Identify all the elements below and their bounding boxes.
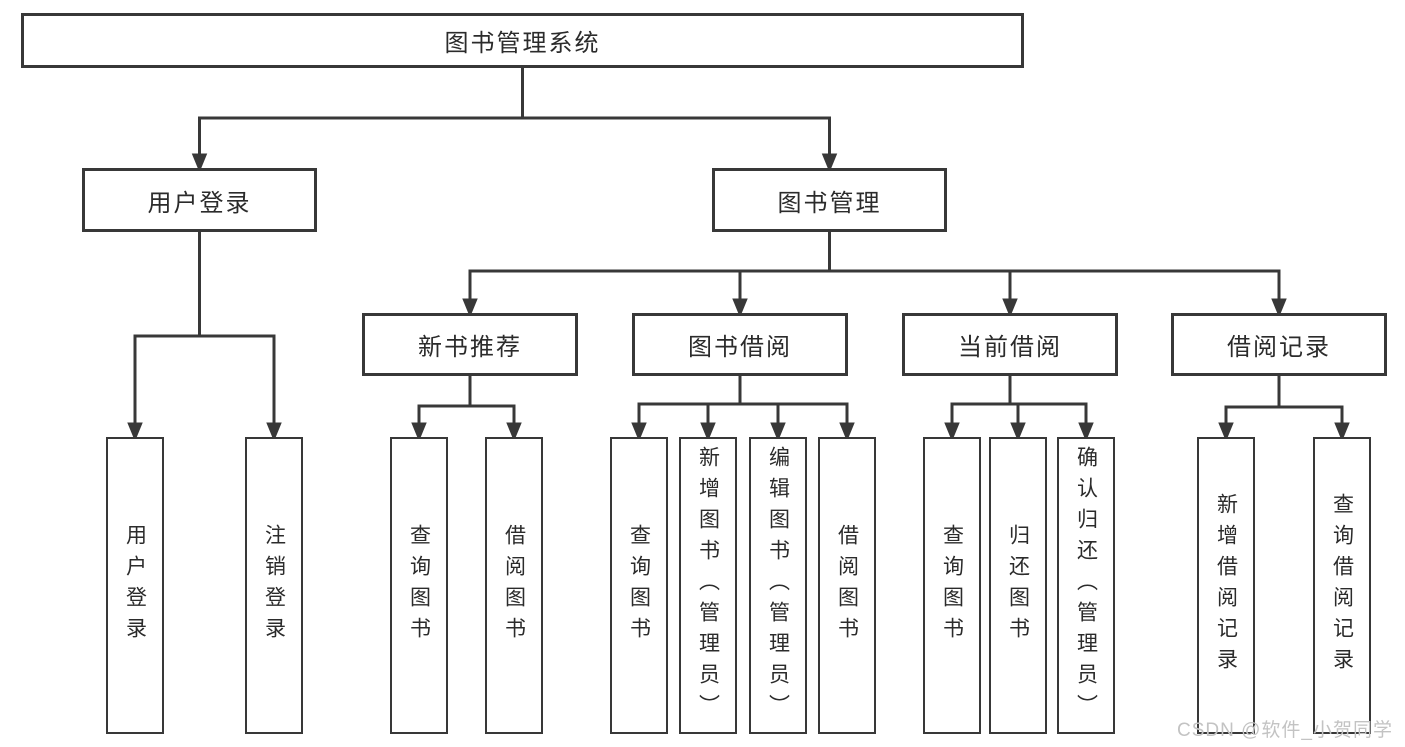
leaf-confirm-return-admin: 确认归还（管理员） [1057, 437, 1115, 734]
node-label: 图书管理系统 [444, 30, 601, 57]
leaf-label: 注销登录 [262, 523, 286, 648]
leaf-label: 用户登录 [123, 523, 147, 648]
leaf-query-books-borrow: 查询图书 [610, 437, 668, 734]
leaf-label: 确认归还（管理员） [1074, 446, 1098, 725]
leaf-edit-books-admin: 编辑图书（管理员） [749, 437, 807, 734]
node-current-borrow: 当前借阅 [902, 313, 1118, 376]
leaf-label: 查询图书 [627, 523, 651, 648]
node-label: 新书推荐 [418, 334, 522, 361]
leaf-label: 查询图书 [407, 523, 431, 648]
leaf-query-borrow-record: 查询借阅记录 [1313, 437, 1371, 734]
node-label: 图书管理 [777, 189, 882, 217]
leaf-label: 编辑图书（管理员） [766, 446, 790, 725]
leaf-label: 借阅图书 [502, 523, 526, 648]
leaf-query-books-recommend: 查询图书 [390, 437, 448, 734]
leaf-query-books-current: 查询图书 [923, 437, 981, 734]
leaf-label: 借阅图书 [835, 523, 859, 648]
leaf-label: 新增图书（管理员） [696, 446, 720, 725]
node-label: 当前借阅 [958, 334, 1062, 361]
leaf-add-borrow-record: 新增借阅记录 [1197, 437, 1255, 734]
leaf-logout: 注销登录 [245, 437, 303, 734]
node-book-borrow: 图书借阅 [632, 313, 848, 376]
leaf-borrow-books: 借阅图书 [818, 437, 876, 734]
leaf-borrow-books-recommend: 借阅图书 [485, 437, 543, 734]
node-book-management: 图书管理 [712, 168, 947, 232]
leaf-user-login: 用户登录 [106, 437, 164, 734]
leaf-label: 查询图书 [940, 523, 964, 648]
csdn-watermark: CSDN @软件_小贺同学 [1177, 720, 1393, 741]
leaf-label: 归还图书 [1006, 523, 1030, 648]
node-label: 借阅记录 [1227, 334, 1331, 361]
leaf-label: 新增借阅记录 [1214, 492, 1238, 679]
leaf-return-books: 归还图书 [989, 437, 1047, 734]
node-label: 用户登录 [147, 189, 252, 217]
node-borrow-records: 借阅记录 [1171, 313, 1387, 376]
node-library-system: 图书管理系统 [21, 13, 1024, 68]
node-label: 图书借阅 [688, 334, 792, 361]
leaf-label: 查询借阅记录 [1330, 492, 1354, 679]
leaf-add-books-admin: 新增图书（管理员） [679, 437, 737, 734]
node-user-login: 用户登录 [82, 168, 317, 232]
node-new-book-recommend: 新书推荐 [362, 313, 578, 376]
